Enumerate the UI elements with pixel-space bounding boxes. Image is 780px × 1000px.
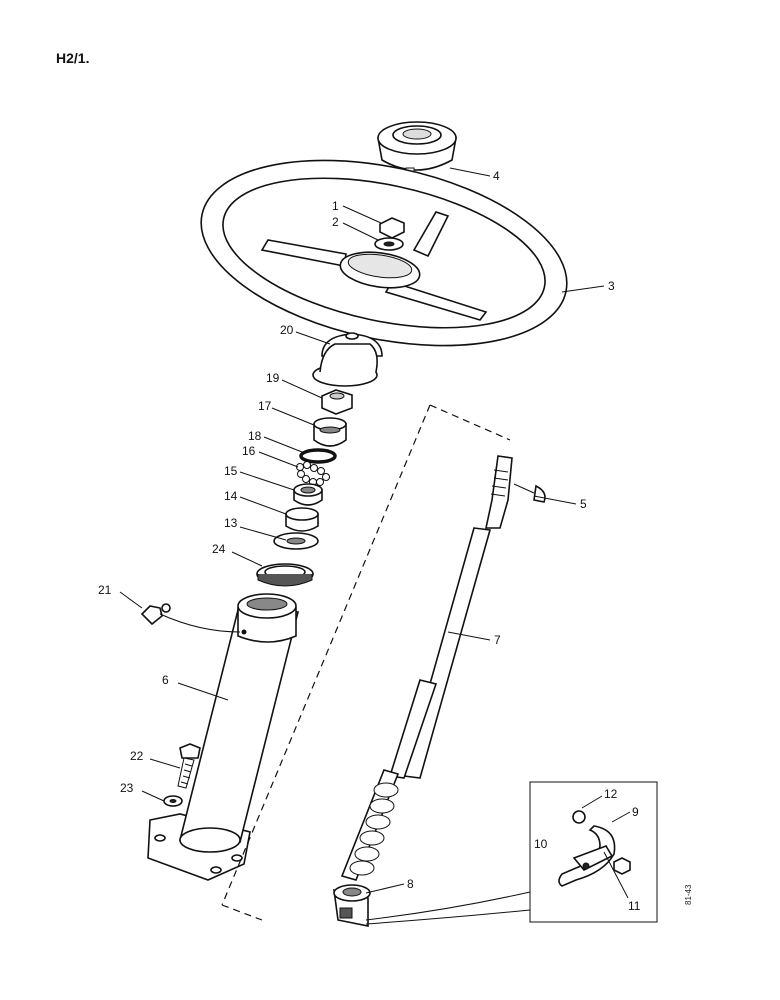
callout-17: 17 [258, 399, 272, 413]
ball-bearings [296, 461, 330, 486]
page-title: H2/1. [56, 50, 90, 66]
grease-nipple [140, 603, 171, 626]
clamp-yoke [333, 884, 371, 927]
callout-4: 4 [493, 169, 500, 183]
callout-22: 22 [130, 749, 144, 763]
exploded-view-boundary [221, 404, 511, 921]
lower-bearing-cone [285, 507, 319, 532]
woodruff-key [533, 484, 546, 503]
callout-3: 3 [608, 279, 615, 293]
retaining-ring [299, 448, 337, 464]
steering-column-tube [147, 593, 300, 881]
callout-20: 20 [280, 323, 294, 337]
clamp-bolt [613, 857, 631, 875]
callout-12: 12 [604, 787, 618, 801]
callout-21: 21 [98, 583, 112, 597]
callout-2: 2 [332, 215, 339, 229]
clamp-bracket [558, 825, 616, 887]
callout-23: 23 [120, 781, 134, 795]
callout-13: 13 [224, 516, 238, 530]
callout-15: 15 [224, 464, 238, 478]
callout-19: 19 [266, 371, 280, 385]
wheel-washer [374, 237, 404, 251]
callout-leaders [119, 167, 631, 899]
callout-11: 11 [628, 899, 641, 913]
column-seal [256, 563, 314, 587]
bearing-cup [293, 483, 323, 506]
callout-24: 24 [212, 542, 226, 556]
bolt-washer [163, 795, 183, 807]
callout-16: 16 [242, 444, 256, 458]
callout-18: 18 [248, 429, 262, 443]
thrust-washer [273, 532, 319, 550]
dust-cover [312, 332, 383, 387]
callout-labels: 1 2 3 4 5 6 7 8 9 10 11 12 13 14 15 16 1… [98, 169, 641, 913]
callout-14: 14 [224, 489, 238, 503]
clamp-ball [572, 810, 586, 824]
callout-9: 9 [632, 805, 639, 819]
callout-6: 6 [162, 673, 169, 687]
clamp-detail-inset [529, 781, 658, 923]
callout-1: 1 [332, 199, 339, 213]
steering-wheel [200, 159, 568, 347]
steering-shaft [340, 455, 513, 881]
mounting-bolt [177, 743, 201, 789]
callout-10: 10 [534, 837, 548, 851]
inset-link-lines [365, 891, 531, 925]
upper-bearing-cone [313, 417, 347, 447]
column-nut [321, 389, 353, 415]
callout-5: 5 [580, 497, 587, 511]
wheel-nut [379, 217, 405, 239]
callout-7: 7 [494, 633, 501, 647]
callout-8: 8 [407, 877, 414, 891]
